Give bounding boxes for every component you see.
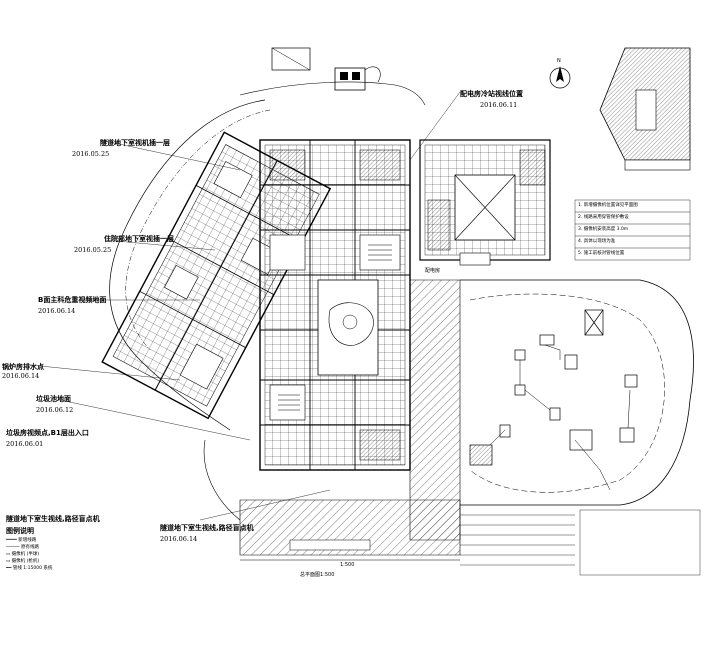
north-arrow-label: N xyxy=(557,58,561,64)
annotation-9-title: 配电房冷站视线位置 xyxy=(460,90,523,98)
annotation-6-title: 垃圾房视频点,B1层出入口 xyxy=(6,429,89,437)
annotation-6-date: 2016.06.01 xyxy=(6,440,44,448)
annotation-3-title: B面主科危重视频地面 xyxy=(38,296,107,304)
notes-block-bottom xyxy=(460,514,575,566)
note-item: 3. 摄像机安装高度 3.0m xyxy=(578,227,629,232)
legend-heading: 图例说明 xyxy=(6,527,34,535)
note-item: 5. 施工前核对管线位置 xyxy=(578,251,625,256)
legend-item: ════ 新增线路 xyxy=(6,538,37,543)
site-road-west xyxy=(125,109,271,351)
key-plan-inset xyxy=(599,47,691,171)
legend-item: ───── 原有线路 xyxy=(6,545,39,550)
annotation-9-date: 2016.06.11 xyxy=(480,101,518,109)
north-arrow-icon xyxy=(549,66,571,89)
site-boundary-west xyxy=(109,99,266,431)
site-road-curve-top xyxy=(239,81,426,106)
annotation-2-title: 住院部地下室视插一层 xyxy=(104,235,174,243)
annotation-4-date: 2016.06.14 xyxy=(2,372,40,380)
note-item: 4. 具体以现场为准 xyxy=(578,239,616,244)
equipment-markers xyxy=(469,309,638,466)
legend-item: ▭ 摄像机 (枪机) xyxy=(6,559,40,564)
annotation-8-title: 隧道地下室生视线,路径盲点机 xyxy=(160,524,254,532)
annotation-4-title: 锅炉房排水点 xyxy=(2,363,44,371)
note-item: 2. 线路采用穿管保护敷设 xyxy=(578,215,629,220)
camera-connection-lines xyxy=(489,344,631,491)
plan-caption: 总平面图1:500 xyxy=(300,572,335,578)
annotation-1-title: 隧道地下室视机插一层 xyxy=(100,139,170,147)
annotation-2-date: 2016.05.25 xyxy=(74,246,112,254)
room-label: 配电房 xyxy=(425,268,441,274)
annotation-5-title: 垃圾池地面 xyxy=(36,395,71,403)
north-east-building xyxy=(419,139,551,266)
note-item: 1. 新增摄像机位置详见平面图 xyxy=(578,203,638,208)
annotation-3-date: 2016.06.14 xyxy=(38,307,76,315)
legend-item: ━━ 管线 1:15000 系统 xyxy=(6,566,53,571)
annotation-5-date: 2016.06.12 xyxy=(36,406,74,414)
annotation-7-title: 隧道地下室生视线,路径盲点机 xyxy=(6,515,100,523)
notes-block-right xyxy=(574,199,701,576)
annotation-8-date: 2016.06.14 xyxy=(160,535,198,543)
boiler-room xyxy=(271,47,381,91)
scale-label: 1:500 xyxy=(340,562,355,568)
legend-item: ▭ 摄像机 (半球) xyxy=(6,552,40,557)
annotation-1-date: 2016.05.25 xyxy=(72,150,110,158)
